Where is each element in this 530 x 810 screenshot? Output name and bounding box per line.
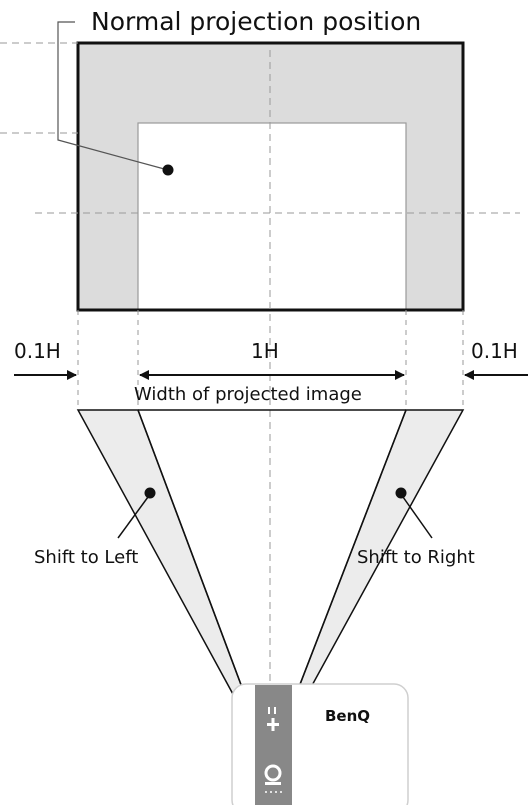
- callout-leader: [57, 21, 169, 171]
- shift-left-leader: [117, 496, 149, 539]
- horizontal-guides: [0, 42, 520, 214]
- projector-control-strip: [255, 685, 292, 805]
- projection-beam: [76, 409, 465, 763]
- projected-image: [137, 122, 407, 311]
- normal-position-dot: [162, 164, 174, 176]
- projector-brand-logo: BenQ: [325, 707, 370, 725]
- width-caption: Width of projected image: [134, 384, 362, 405]
- shift-left-dot: [144, 487, 156, 499]
- normal-position-label: Normal projection position: [91, 7, 421, 36]
- vertical-guides: [77, 310, 464, 410]
- lens-icon: [264, 764, 282, 782]
- left-offset-label: 0.1H: [14, 339, 61, 363]
- lens-adjust-icon: [267, 707, 279, 731]
- indicator-dots: [265, 791, 282, 793]
- right-offset-label: 0.1H: [471, 339, 518, 363]
- center-width-label: 1H: [251, 339, 279, 363]
- shift-left-label: Shift to Left: [34, 547, 138, 568]
- shift-right-label: Shift to Right: [357, 547, 475, 568]
- projector: BenQ: [231, 683, 409, 810]
- shift-right-leader: [402, 496, 433, 539]
- lens-icon-base: [265, 782, 281, 785]
- shift-right-dot: [395, 487, 407, 499]
